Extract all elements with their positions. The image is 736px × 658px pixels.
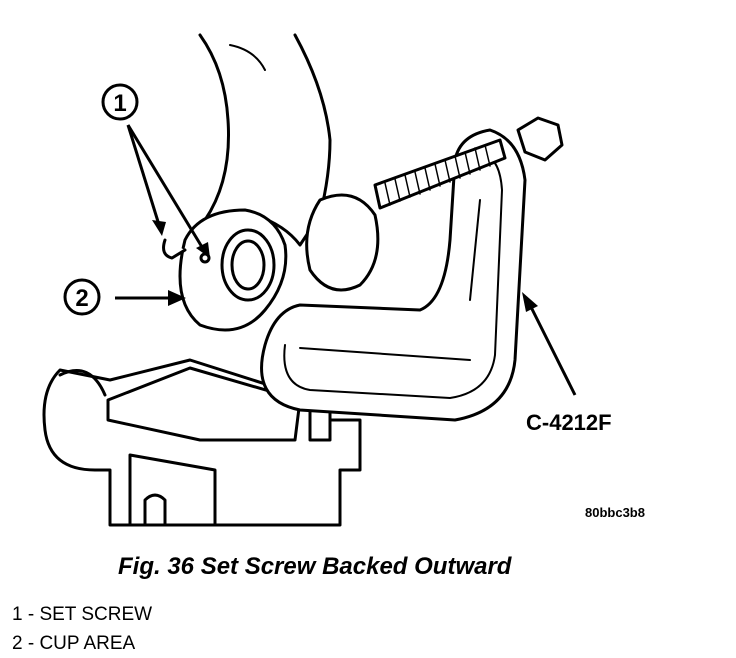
callout-1: 1 xyxy=(101,83,210,258)
callout-2: 2 xyxy=(63,278,186,316)
diagram-illustration: 1 2 C-4212F 80bbc3b8 xyxy=(42,33,645,527)
ball-joint-cup xyxy=(162,208,288,332)
figure-caption: Fig. 36 Set Screw Backed Outward xyxy=(118,553,512,580)
callout-2-label: 2 xyxy=(75,285,88,312)
legend-item-set-screw: 1 - SET SCREW xyxy=(12,604,153,625)
legend-item-cup-area: 2 - CUP AREA xyxy=(12,633,136,654)
image-code: 80bbc3b8 xyxy=(585,505,645,520)
tool-label: C-4212F xyxy=(526,410,612,435)
tool-callout: C-4212F xyxy=(522,292,612,435)
press-tool xyxy=(260,116,564,422)
callout-1-label: 1 xyxy=(113,90,126,117)
legend: 1 - SET SCREW 2 - CUP AREA xyxy=(12,600,152,658)
